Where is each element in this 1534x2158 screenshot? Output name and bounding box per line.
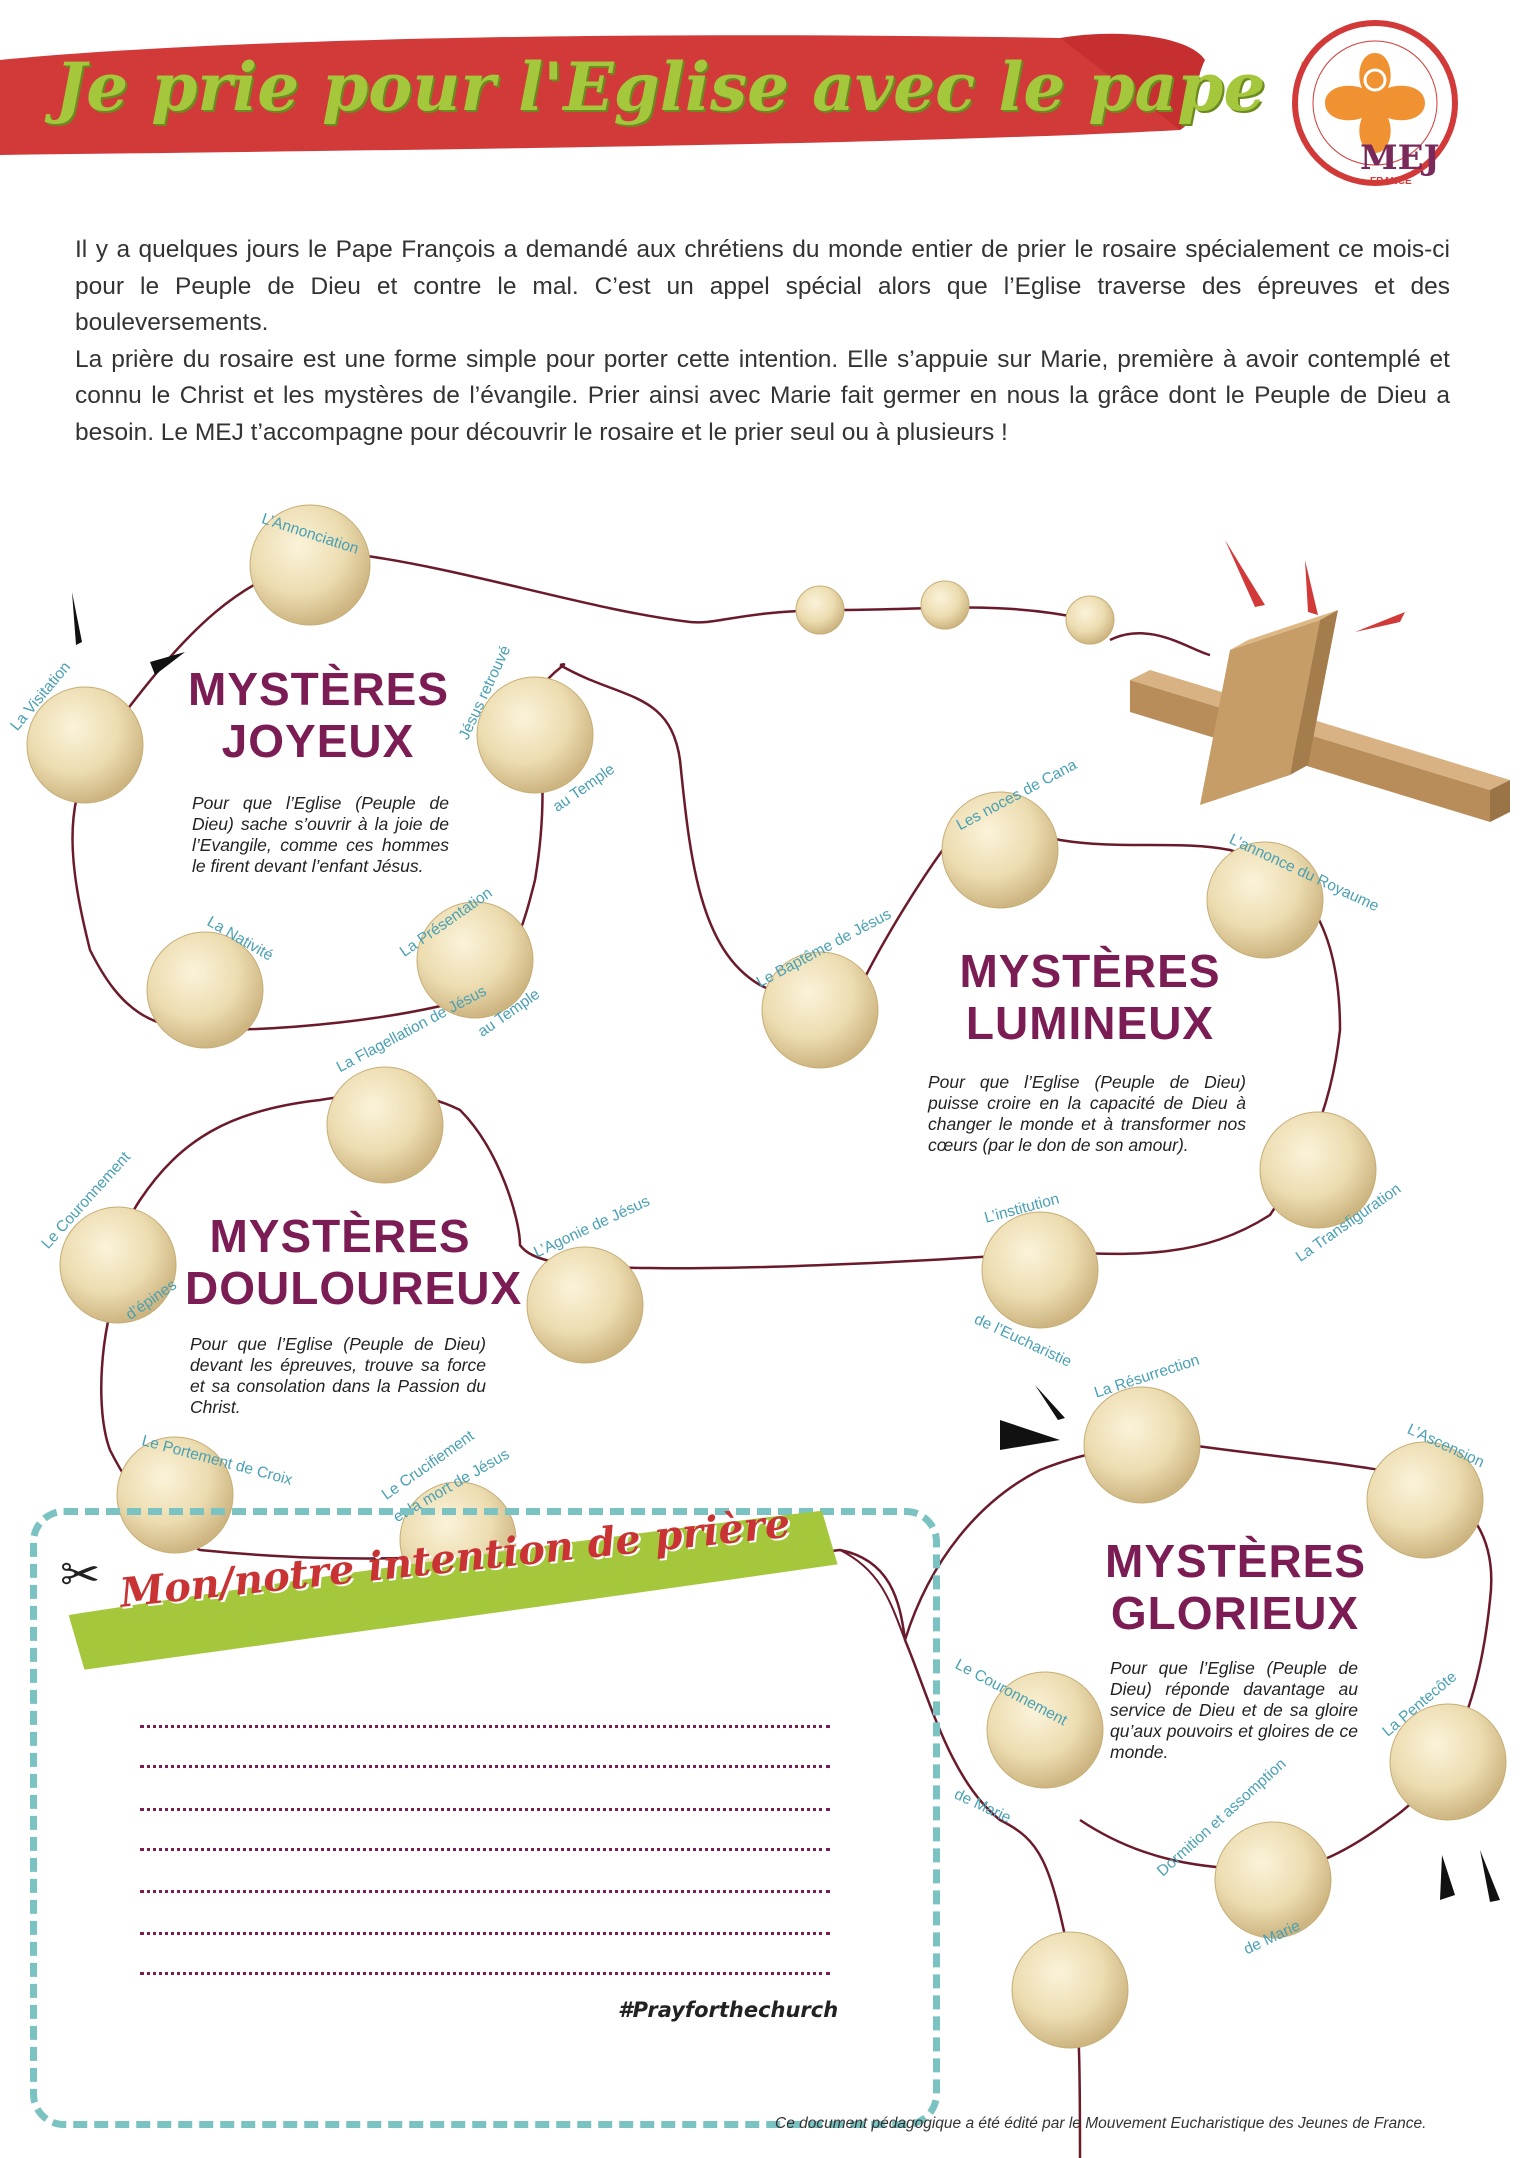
mysteres-joyeux-title: MYSTÈRES JOYEUX — [188, 663, 448, 767]
mysteres-glorieux-title: MYSTÈRES GLORIEUX — [1105, 1535, 1365, 1639]
accent-marks — [72, 540, 1500, 1902]
bead — [116, 1436, 234, 1554]
intro-paragraph-2: La prière du rosaire est une forme simpl… — [75, 345, 1450, 446]
bead — [761, 951, 879, 1069]
bead — [1011, 1931, 1129, 2049]
intro-text: Il y a quelques jours le Pape François a… — [75, 232, 1450, 451]
mysteres-joyeux-title-line2: JOYEUX — [221, 715, 415, 767]
writing-line[interactable] — [140, 1972, 830, 1975]
writing-line[interactable] — [140, 1890, 830, 1893]
writing-line[interactable] — [140, 1765, 830, 1768]
mysteres-glorieux-title-line1: MYSTÈRES — [1105, 1535, 1367, 1587]
bead — [146, 931, 264, 1049]
bead — [1214, 1821, 1332, 1939]
writing-line[interactable] — [140, 1848, 830, 1851]
intention-box — [30, 1508, 940, 2128]
intro-paragraph-1: Il y a quelques jours le Pape François a… — [75, 236, 1450, 336]
bead — [1083, 1386, 1201, 1504]
writing-line[interactable] — [140, 1725, 830, 1728]
mysteres-douloureux-desc: Pour que l’Eglise (Peuple de Dieu) devan… — [190, 1334, 486, 1417]
logo-text: MEJ — [1360, 138, 1440, 178]
bead — [986, 1671, 1104, 1789]
bead — [981, 1211, 1099, 1329]
bead — [249, 504, 371, 626]
bead — [1259, 1111, 1377, 1229]
bead — [326, 1066, 444, 1184]
bead — [526, 1246, 644, 1364]
bead — [1065, 595, 1115, 645]
bead — [476, 676, 594, 794]
mysteres-glorieux-desc: Pour que l’Eglise (Peuple de Dieu) répon… — [1110, 1658, 1358, 1762]
writing-line[interactable] — [140, 1808, 830, 1811]
mysteres-douloureux-title-line1: MYSTÈRES — [209, 1210, 471, 1262]
mysteres-joyeux-title-line1: MYSTÈRES — [188, 663, 450, 715]
bead — [1366, 1441, 1484, 1559]
mysteres-joyeux-desc: Pour que l’Eglise (Peuple de Dieu) sache… — [192, 793, 449, 876]
page-title: Je prie pour l'Eglise avec le pape ! — [55, 48, 1318, 126]
mysteres-lumineux-title-line2: LUMINEUX — [965, 997, 1215, 1049]
writing-line[interactable] — [140, 1932, 830, 1935]
mysteres-douloureux-title: MYSTÈRES DOULOUREUX — [185, 1210, 523, 1314]
bead — [920, 580, 970, 630]
logo-sub: FRANCE — [1370, 176, 1412, 187]
mysteres-lumineux-desc: Pour que l’Eglise (Peuple de Dieu) puiss… — [928, 1072, 1246, 1155]
mej-logo — [1292, 20, 1458, 186]
mysteres-lumineux-title-line1: MYSTÈRES — [959, 945, 1221, 997]
bead — [941, 791, 1059, 909]
rosary-wire — [71, 553, 1493, 2158]
bead — [59, 1206, 177, 1324]
hashtag: #Prayforthechurch — [618, 1998, 839, 2022]
cross-illustration — [1130, 610, 1510, 822]
scissors-icon: ✂ — [60, 1549, 101, 1602]
bead — [795, 585, 845, 635]
bead — [416, 901, 534, 1019]
footer-credit: Ce document pédagogique a été édité par … — [775, 2115, 1427, 2132]
bead — [1206, 841, 1324, 959]
mysteres-lumineux-title: MYSTÈRES LUMINEUX — [950, 945, 1230, 1049]
header-banner — [0, 33, 1205, 155]
mysteres-glorieux-title-line2: GLORIEUX — [1110, 1587, 1360, 1639]
mysteres-douloureux-title-line2: DOULOUREUX — [185, 1262, 523, 1314]
intention-banner — [68, 1510, 838, 1670]
bead — [1389, 1703, 1507, 1821]
bead — [26, 686, 144, 804]
beads-group — [26, 504, 1507, 2049]
